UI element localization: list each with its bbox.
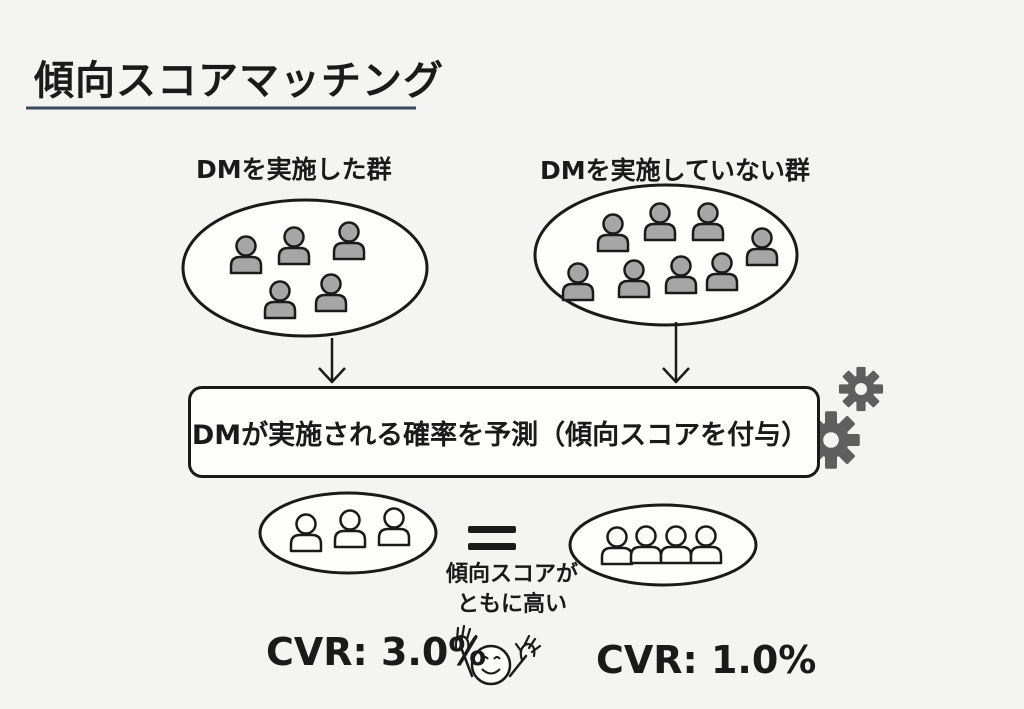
smiley-icon — [454, 624, 542, 686]
equals-icon — [468, 526, 516, 550]
arrow-down-right — [662, 322, 690, 384]
treated-group-ellipse — [181, 198, 429, 338]
control-group-label: DMを実施していない群 — [540, 156, 810, 185]
matching-note: 傾向スコアが ともに高い — [445, 562, 578, 617]
arrow-down-left — [318, 338, 346, 384]
matched-control-ellipse — [568, 503, 758, 587]
propensity-prediction-box: DMが実施される確率を予測（傾向スコアを付与） — [188, 386, 820, 478]
page-title: 傾向スコアマッチング — [34, 58, 444, 104]
treated-group-label: DMを実施した群 — [196, 155, 392, 184]
process-label: DMが実施される確率を予測（傾向スコアを付与） — [191, 419, 809, 451]
control-cvr: CVR: 1.0% — [596, 638, 817, 682]
matched-treated-people — [289, 507, 411, 553]
gear-icon — [838, 366, 884, 412]
treated-cvr: CVR: 3.0% — [266, 630, 487, 674]
